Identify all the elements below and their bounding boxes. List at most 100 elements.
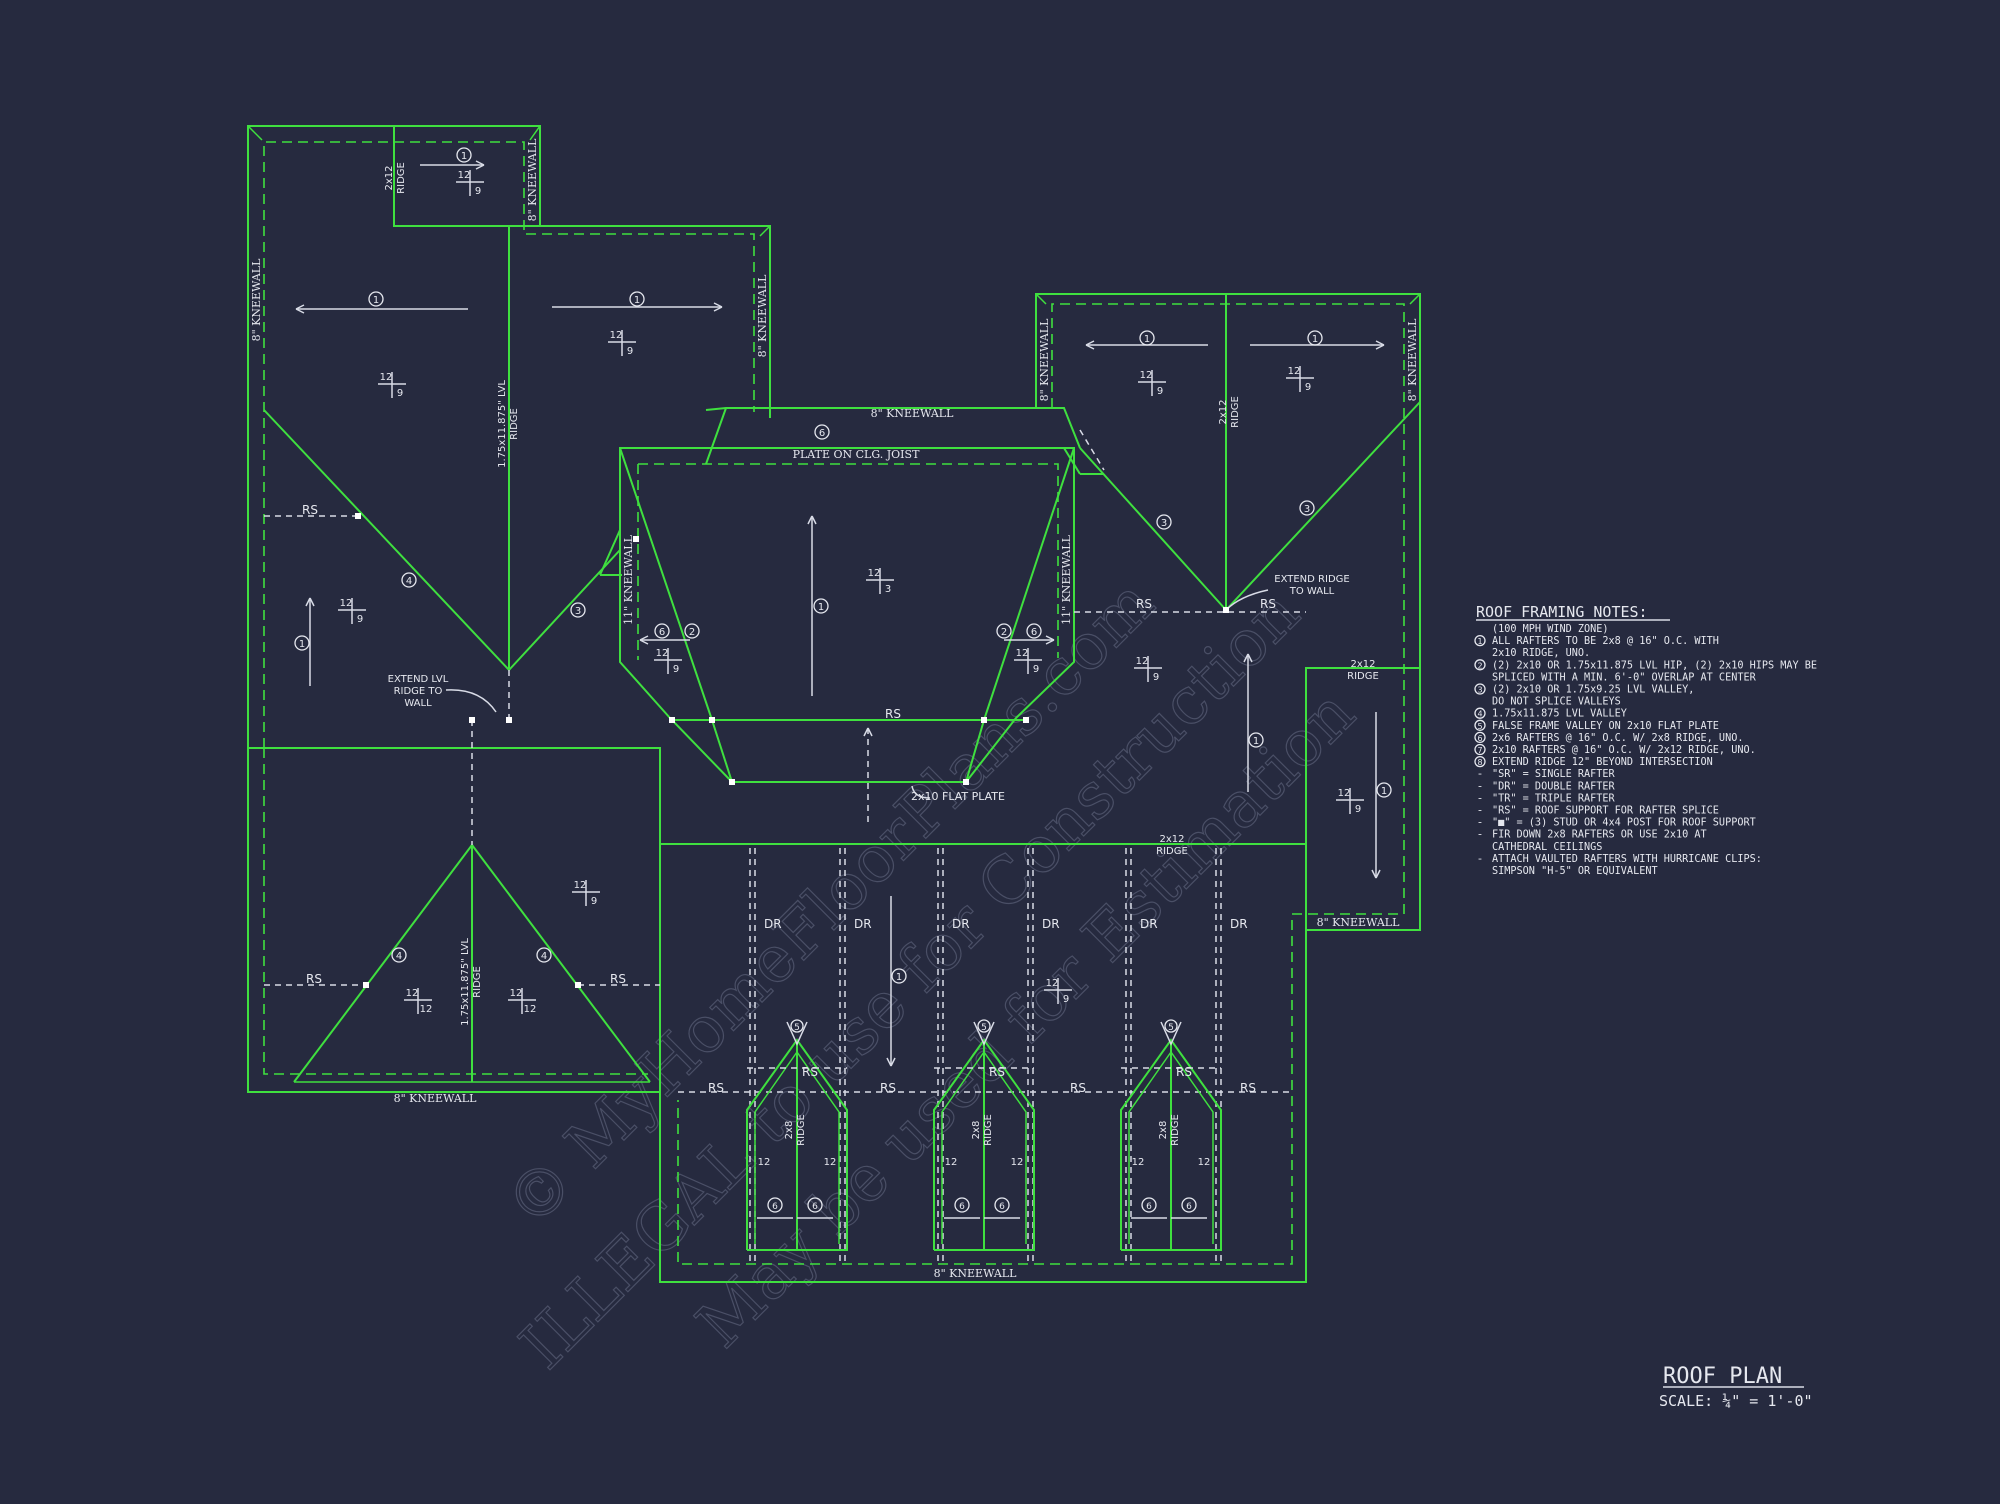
ridge-size: 2x8 (971, 1121, 982, 1140)
rafter-mark-circle (891, 968, 907, 984)
mark-6: 6 (1146, 1202, 1152, 1212)
drawing-title: ROOF PLAN (1663, 1364, 1782, 1389)
plan-labels: 8" KNEEWALL PLATE ON CLG. JOIST 8" KNEEW… (250, 138, 1419, 1280)
note-mark: 8 (1477, 758, 1482, 767)
pitch-rise: 12 (1132, 1157, 1145, 1168)
center-roof (619, 407, 1105, 822)
note-mark-circle (1474, 743, 1486, 756)
ridge-label: RIDGE (1170, 1114, 1181, 1146)
rafter-mark-circle (1248, 732, 1264, 748)
note-mark: - (1478, 828, 1482, 841)
pitch-run: 12 (510, 988, 523, 999)
rafter-mark: 1 (299, 639, 305, 650)
rs-label: RS (1240, 1081, 1256, 1095)
dr-label: DR (1042, 917, 1060, 931)
support-post (1223, 607, 1229, 613)
rafter-mark: 4 (396, 951, 402, 962)
rafter-mark-circle (814, 424, 830, 440)
rafter-mark-circle (294, 635, 310, 651)
ridge-label: RIDGE (1156, 846, 1188, 857)
lvl-ridge-size: 1.75x11.875" LVL (460, 938, 471, 1026)
pitch-rise: 9 (591, 896, 597, 907)
note-line: 1.75x11.875 LVL VALLEY (1492, 709, 1627, 720)
rafter-mark: 1 (818, 602, 824, 613)
extend-lvl-note-3: WALL (404, 698, 432, 709)
support-post (469, 717, 475, 723)
note-line: "■" = (3) STUD OR 4x4 POST FOR ROOF SUPP… (1492, 818, 1756, 829)
pitch-run: 12 (574, 880, 587, 891)
note-mark: - (1478, 767, 1482, 780)
pitch-rise: 12 (420, 1004, 433, 1015)
mark-5: 5 (981, 1023, 987, 1033)
mark-6: 6 (812, 1202, 818, 1212)
rafter-mark-circle (368, 291, 384, 307)
pitch-run: 12 (340, 598, 353, 609)
mark-5: 5 (794, 1023, 800, 1033)
ridge-size: 2x12 (1350, 659, 1375, 670)
kneewall-label: 8" KNEEWALL (526, 138, 539, 221)
flat-plate-label: 2x10 FLAT PLATE (911, 790, 1005, 803)
note-line: SIMPSON "H-5" OR EQUIVALENT (1492, 866, 1658, 877)
mark-6: 6 (959, 1202, 965, 1212)
rafter-mark: 3 (1304, 504, 1310, 515)
pitch-rise: 12 (524, 1004, 537, 1015)
rafter-mark-circle (813, 598, 829, 614)
note-mark: 4 (1477, 710, 1482, 719)
title-block: ROOF PLAN SCALE: ¼" = 1'-0" (1659, 1364, 1813, 1410)
pitch-run: 12 (610, 330, 623, 341)
lvl-ridge-size: 1.75x11.875" LVL (497, 380, 508, 468)
rafter-mark: 1 (1312, 334, 1318, 345)
note-mark: 3 (1477, 686, 1482, 695)
note-line: FIR DOWN 2x8 RAFTERS OR USE 2x10 AT (1492, 830, 1707, 841)
pitch-rise: 9 (1157, 386, 1163, 397)
rafter-mark: 1 (896, 972, 902, 983)
note-line: SPLICED WITH A MIN. 6'-0" OVERLAP AT CEN… (1492, 672, 1757, 683)
pitch-run: 12 (1140, 370, 1153, 381)
kneewall-11-label: 11" KNEEWALL (1060, 534, 1073, 624)
ridge-label: RIDGE (1230, 396, 1241, 428)
note-mark: - (1478, 779, 1482, 792)
rafter-mark: 6 (1031, 627, 1037, 638)
pitch-rise: 9 (475, 186, 481, 197)
note-mark: 5 (1477, 722, 1482, 731)
note-line: "DR" = DOUBLE RAFTER (1492, 781, 1616, 792)
rafter-mark: 3 (1161, 518, 1167, 529)
rs-label: RS (880, 1081, 896, 1095)
rs-label: RS (306, 972, 322, 986)
kneewall-11-label: 11" KNEEWALL (622, 534, 635, 624)
note-line: (2) 2x10 OR 1.75x9.25 LVL VALLEY, (1492, 685, 1694, 696)
pitch-run: 12 (380, 372, 393, 383)
rs-label: RS (989, 1065, 1005, 1079)
extend-ridge-note-1: EXTEND RIDGE (1274, 574, 1349, 585)
ridge-label: RIDGE (396, 162, 407, 194)
note-line: "RS" = ROOF SUPPORT FOR RAFTER SPLICE (1492, 806, 1719, 817)
pitch-run: 12 (1288, 366, 1301, 377)
rafter-mark-circle (654, 623, 670, 639)
note-mark: 1 (1477, 637, 1482, 646)
note-line: 2x10 RAFTERS @ 16" O.C. W/ 2x12 RIDGE, U… (1492, 745, 1756, 756)
rafter-mark-circle (1307, 330, 1323, 346)
ridge-label: RIDGE (1347, 671, 1379, 682)
pitch-run: 12 (656, 648, 669, 659)
roof-support-points (355, 513, 1229, 988)
note-line: 2x6 RAFTERS @ 16" O.C. W/ 2x8 RIDGE, UNO… (1492, 733, 1743, 744)
notes-title: ROOF FRAMING NOTES: (1476, 603, 1648, 621)
note-mark: - (1478, 816, 1482, 829)
rafter-mark: 6 (819, 428, 825, 439)
note-mark-circle (1474, 683, 1486, 695)
note-mark-circle (1474, 707, 1486, 719)
note-mark-circle (1474, 755, 1486, 768)
pitch-rise: 9 (627, 346, 633, 357)
pitch-run: 12 (1016, 648, 1029, 659)
ridge-size: 2x8 (1158, 1121, 1169, 1140)
support-post (1023, 717, 1029, 723)
rafter-mark: 1 (373, 295, 379, 306)
pitch-rise: 12 (1011, 1157, 1024, 1168)
rafter-mark-circle (1376, 782, 1392, 798)
pitch-rise: 9 (1033, 664, 1039, 675)
extend-ridge-note-2: TO WALL (1289, 586, 1335, 597)
rafter-mark: 1 (461, 151, 467, 162)
